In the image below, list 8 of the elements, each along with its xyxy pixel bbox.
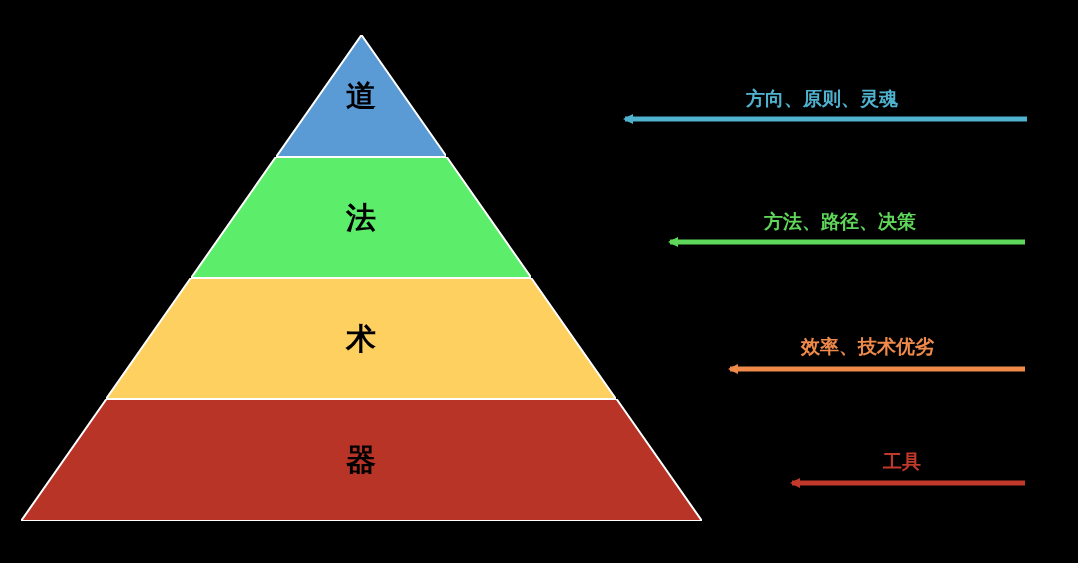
pyramid-layer bbox=[105, 278, 616, 399]
layer-label: 法 bbox=[346, 202, 376, 233]
layer-label: 术 bbox=[346, 323, 376, 354]
pyramid-layer bbox=[190, 157, 532, 278]
layer-label: 器 bbox=[346, 445, 376, 475]
pyramid-layer bbox=[20, 399, 702, 521]
layer-label: 道 bbox=[346, 81, 376, 111]
pyramid-layer bbox=[275, 35, 447, 157]
